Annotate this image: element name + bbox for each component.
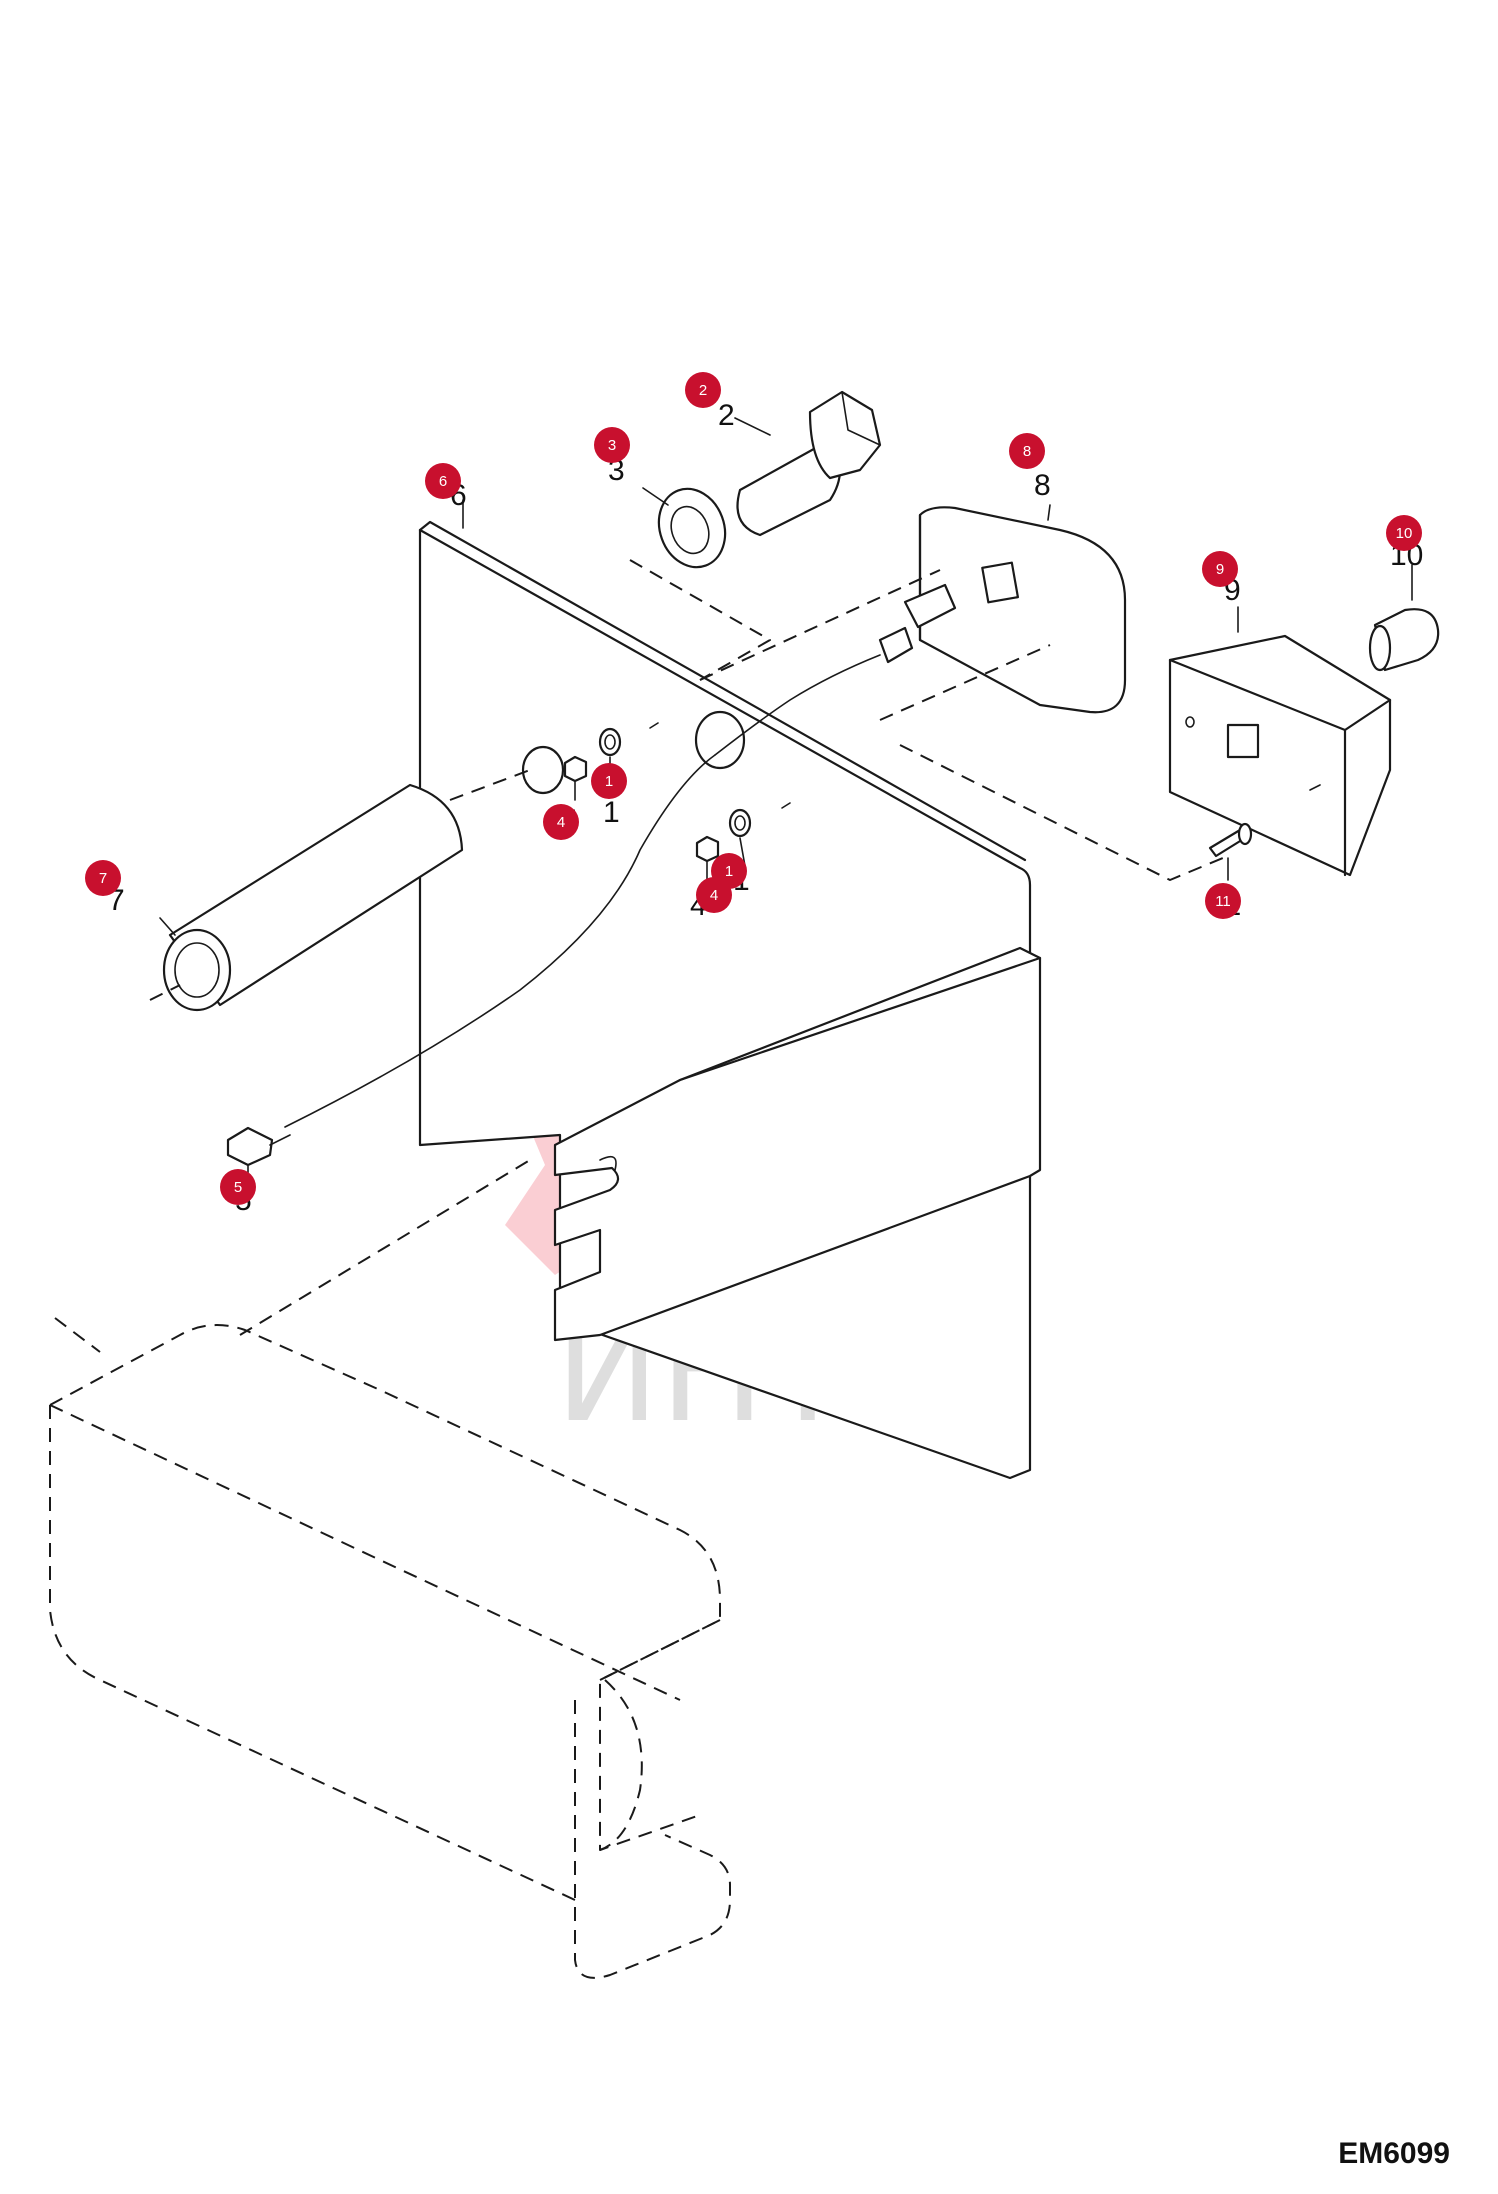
svg-text:11: 11 — [1215, 893, 1231, 910]
svg-text:1: 1 — [605, 773, 613, 790]
svg-text:3: 3 — [608, 437, 616, 454]
svg-text:8: 8 — [1023, 443, 1031, 460]
svg-text:7: 7 — [99, 870, 107, 887]
svg-text:1: 1 — [725, 863, 733, 880]
svg-text:2: 2 — [699, 382, 707, 399]
callout-badge-3[interactable]: 3 — [594, 427, 630, 463]
part-3-grommet — [629, 487, 771, 681]
part-7-tube — [149, 769, 531, 1012]
plate-grommet-hole — [694, 710, 746, 770]
part-label-1-left: 1 — [603, 796, 620, 829]
callout-badges: 2 3 6 8 9 10 1 4 — [85, 372, 1422, 1205]
svg-text:6: 6 — [439, 473, 447, 490]
part-8-lamp-housing — [699, 506, 1127, 721]
part-label-8: 8 — [1034, 469, 1051, 502]
callout-badge-6[interactable]: 6 — [425, 463, 461, 499]
part-label-2: 2 — [718, 399, 735, 432]
part-9-lamp-lens — [899, 634, 1392, 881]
part-4-nuts — [563, 755, 720, 863]
part-11-screw — [1208, 784, 1321, 858]
callout-badge-8[interactable]: 8 — [1009, 433, 1045, 469]
callout-badge-2[interactable]: 2 — [685, 372, 721, 408]
callout-badge-9[interactable]: 9 — [1202, 551, 1238, 587]
svg-text:5: 5 — [234, 1179, 242, 1196]
svg-text:9: 9 — [1216, 561, 1224, 578]
callout-badge-1-left[interactable]: 1 — [591, 763, 627, 799]
plate-hole-left — [521, 745, 565, 795]
part-2-bolt — [736, 390, 882, 537]
svg-text:10: 10 — [1396, 525, 1413, 542]
callout-badge-4-left[interactable]: 4 — [543, 804, 579, 840]
machine-outline — [49, 1159, 731, 1979]
callout-badge-5[interactable]: 5 — [220, 1169, 256, 1205]
svg-text:4: 4 — [710, 887, 718, 904]
callout-badge-11[interactable]: 11 — [1205, 883, 1241, 919]
part-1-washers — [598, 722, 791, 838]
svg-text:4: 4 — [557, 814, 565, 831]
callout-badge-10[interactable]: 10 — [1386, 515, 1422, 551]
diagram-code: EM6099 — [1338, 2137, 1450, 2170]
part-10-bulb — [1368, 608, 1440, 672]
callout-badge-4-right[interactable]: 4 — [696, 877, 732, 913]
part-5-wire-harness — [226, 654, 881, 1167]
callout-badge-7[interactable]: 7 — [85, 860, 121, 896]
